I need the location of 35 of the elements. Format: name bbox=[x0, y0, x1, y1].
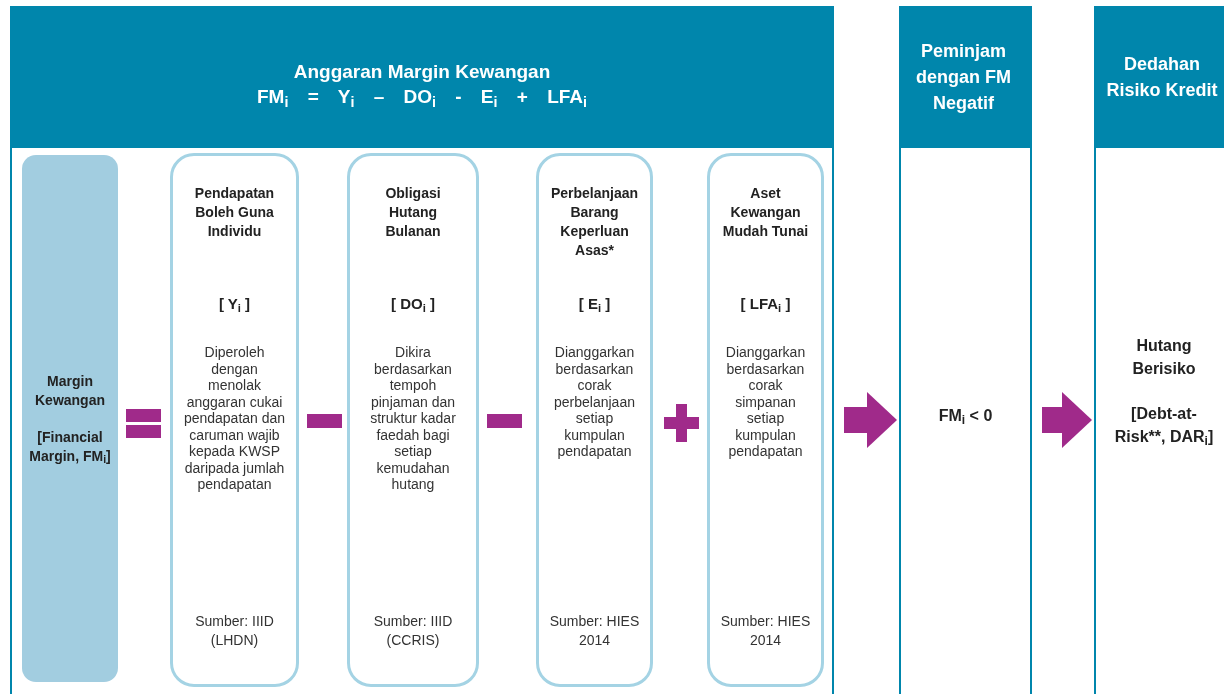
result-box bbox=[22, 155, 118, 682]
term-box bbox=[707, 153, 824, 687]
result-label: [Financial Margin, FM$_{i}$] bbox=[28, 427, 112, 466]
term-heading: Obligasi Hutang Bulanan bbox=[384, 184, 442, 241]
term-description: Dianggarkan berdasarkan corak perbelanjaan setiap kumpulan pendapatan bbox=[553, 344, 636, 461]
term-symbol: [ E$_{i}$ ] bbox=[578, 294, 611, 316]
data-source: Sumber: HIES 2014 bbox=[549, 612, 640, 650]
term-box bbox=[536, 153, 653, 687]
term-symbol: [ DO$_{i}$ ] bbox=[391, 294, 435, 316]
data-source: Sumber: IIID (CCRIS) bbox=[372, 612, 454, 650]
result-label: Margin Kewangan bbox=[34, 371, 106, 410]
term-box bbox=[347, 153, 479, 687]
term-box bbox=[170, 153, 299, 687]
term-heading: Aset Kewangan Mudah Tunai bbox=[721, 184, 810, 241]
term-heading: Perbelanjaan Barang Keperluan Asas* bbox=[549, 184, 640, 260]
term-heading: Pendapatan Boleh Guna Individu bbox=[193, 184, 276, 241]
term-description: Dianggarkan berdasarkan corak simpanan setiap kumpulan pendapatan bbox=[724, 344, 807, 461]
data-source: Sumber: HIES 2014 bbox=[720, 612, 811, 650]
panel-title: Peminjam dengan FM Negatif bbox=[915, 40, 1012, 115]
panel-label: Hutang Berisiko bbox=[1131, 336, 1197, 379]
formula: FM$_{i}$ = Y$_{i}$ – DO$_{i}$ - E$_{i}$ + LFA$_{i}$ bbox=[257, 85, 587, 110]
block-arrow bbox=[844, 392, 897, 448]
panel-title: Dedahan Risiko Kredit bbox=[1105, 53, 1219, 102]
term-symbol: [ Y$_{i}$ ] bbox=[218, 294, 251, 316]
panel-label: FM$_{i}$ < 0 bbox=[937, 406, 994, 427]
term-description: Diperoleh dengan menolak anggaran cukai pendapatan dan caruman wajib kepada KWSP daripada jumlah pendapatan bbox=[183, 344, 286, 494]
stage-panel bbox=[899, 6, 1032, 694]
panel-label: [Debt-at-Risk**, DAR$_{i}$] bbox=[1113, 404, 1215, 448]
data-source: Sumber: IIID (LHDN) bbox=[194, 612, 275, 650]
term-symbol: [ LFA$_{i}$ ] bbox=[740, 294, 791, 316]
block-arrow bbox=[1042, 392, 1092, 448]
group-panel bbox=[10, 6, 834, 694]
stage-panel bbox=[1094, 6, 1224, 694]
term-description: Dikira berdasarkan tempoh pinjaman dan struktur kadar faedah bagi setiap kemudahan hutang bbox=[369, 344, 457, 494]
header-title: Anggaran Margin Kewangan bbox=[293, 60, 551, 84]
